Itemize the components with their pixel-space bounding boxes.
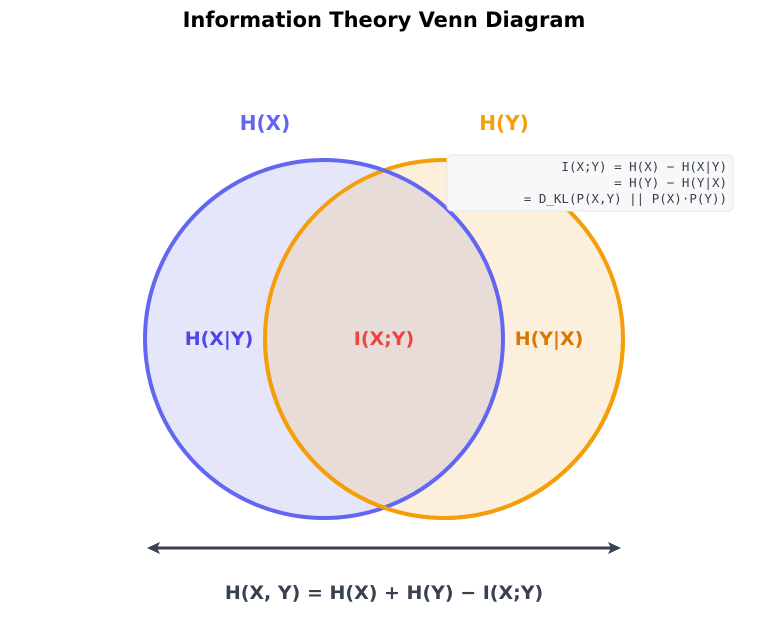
- joint-entropy-equation: H(X, Y) = H(X) + H(Y) − I(X;Y): [225, 582, 543, 604]
- formula-line-2: = H(Y) − H(Y|X): [614, 175, 727, 190]
- diagram-title: Information Theory Venn Diagram: [183, 8, 586, 32]
- set-y-label: H(Y): [479, 111, 529, 135]
- formula-box-bg: [446, 154, 734, 212]
- region-y-given-x-label: H(Y|X): [515, 328, 584, 350]
- formula-box: I(X;Y) = H(X) − H(X|Y) = H(Y) − H(Y|X) =…: [446, 154, 734, 212]
- region-mutual-info-label: I(X;Y): [354, 328, 414, 350]
- region-x-given-y-label: H(X|Y): [185, 328, 254, 350]
- formula-line-1: I(X;Y) = H(X) − H(X|Y): [561, 159, 727, 174]
- double-headed-arrow-icon: [147, 542, 621, 554]
- set-y-circle-overlay: [263, 339, 625, 520]
- set-x-label: H(X): [240, 111, 290, 135]
- intersection-fill: [265, 160, 503, 518]
- set-x-circle: [143, 158, 505, 520]
- formula-line-3: = D_KL(P(X,Y) || P(X)·P(Y)): [524, 191, 727, 206]
